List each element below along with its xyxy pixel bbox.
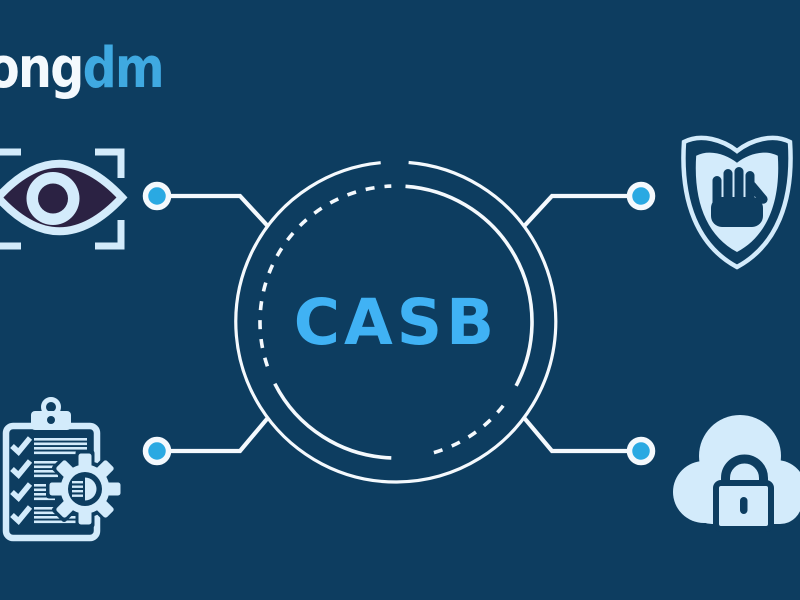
clipboard-clip-hole bbox=[47, 416, 55, 424]
text-line bbox=[34, 497, 55, 501]
gear-tooth bbox=[78, 510, 92, 525]
gear-tooth bbox=[96, 460, 114, 478]
text-line bbox=[34, 474, 58, 478]
gear-center-lines bbox=[72, 481, 83, 497]
gear-center-half-disc bbox=[85, 477, 97, 501]
inner-circle-dashed-left-arc bbox=[258, 184, 392, 367]
shield-outline bbox=[681, 135, 793, 270]
bracket-top-left bbox=[0, 148, 21, 156]
bracket-top-right bbox=[95, 148, 125, 178]
padlock-keyhole bbox=[740, 497, 748, 514]
checkmark bbox=[10, 459, 33, 479]
central-circle bbox=[234, 160, 558, 484]
eye-visibility-icon bbox=[0, 148, 128, 250]
node-top-left bbox=[142, 181, 172, 211]
center-label: CASB bbox=[293, 285, 499, 359]
gear-tooth bbox=[78, 453, 92, 468]
inner-circle-dashed-bottom-right-arc bbox=[423, 404, 505, 457]
checklist-clipboard-gear-icon bbox=[2, 397, 124, 542]
checkmarks bbox=[10, 436, 33, 525]
text-line bbox=[34, 461, 58, 464]
bracket-bottom-right bbox=[95, 220, 125, 250]
connector-bottom-right bbox=[522, 416, 641, 454]
text-line bbox=[72, 494, 83, 497]
bracket-bottom-left bbox=[0, 242, 21, 250]
text-line bbox=[34, 520, 76, 524]
stop-hand bbox=[711, 167, 768, 227]
text-line bbox=[34, 465, 58, 469]
text-line bbox=[34, 447, 87, 450]
gear-tooth bbox=[49, 482, 64, 496]
text-line bbox=[72, 481, 83, 484]
hand-palm bbox=[711, 197, 763, 227]
padlock-shackle bbox=[721, 454, 768, 484]
checkmark bbox=[10, 505, 33, 525]
viewfinder-brackets bbox=[0, 148, 125, 250]
gear-tooth bbox=[56, 460, 74, 478]
gear-tooth bbox=[106, 482, 121, 496]
text-line bbox=[34, 484, 55, 487]
outer-circle bbox=[234, 160, 558, 484]
brand-logo-text-white: ong bbox=[0, 36, 84, 101]
checkmark bbox=[10, 436, 33, 456]
node-bottom-right bbox=[626, 436, 656, 466]
gear-tooth bbox=[56, 500, 74, 518]
connector-nodes bbox=[142, 181, 656, 466]
text-line bbox=[34, 438, 87, 441]
text-line bbox=[34, 470, 58, 473]
cloud-padlock-icon bbox=[673, 415, 800, 532]
text-line bbox=[34, 488, 55, 492]
connector-top-left bbox=[157, 193, 270, 228]
brand-logo: ongdm bbox=[0, 41, 165, 97]
node-bottom-left bbox=[142, 436, 172, 466]
shield-stop-hand-icon bbox=[681, 135, 793, 270]
connector-lines bbox=[157, 193, 641, 454]
eye-pupil bbox=[38, 183, 68, 214]
text-line bbox=[34, 493, 55, 496]
connector-bottom-left bbox=[157, 416, 270, 454]
text-line bbox=[34, 442, 87, 446]
hand-thumb bbox=[747, 180, 768, 204]
brand-logo-text-blue: dm bbox=[82, 36, 165, 101]
text-line bbox=[72, 490, 83, 493]
text-line bbox=[72, 485, 83, 488]
inner-circle-solid-right-arc bbox=[405, 184, 534, 387]
node-top-right bbox=[626, 181, 656, 211]
text-line bbox=[34, 516, 76, 519]
checkmark bbox=[10, 482, 33, 502]
gear-tooth bbox=[96, 500, 114, 518]
inner-circle-solid-bottom-left-arc bbox=[273, 382, 392, 460]
text-line bbox=[34, 451, 87, 455]
connector-top-right bbox=[522, 193, 641, 228]
